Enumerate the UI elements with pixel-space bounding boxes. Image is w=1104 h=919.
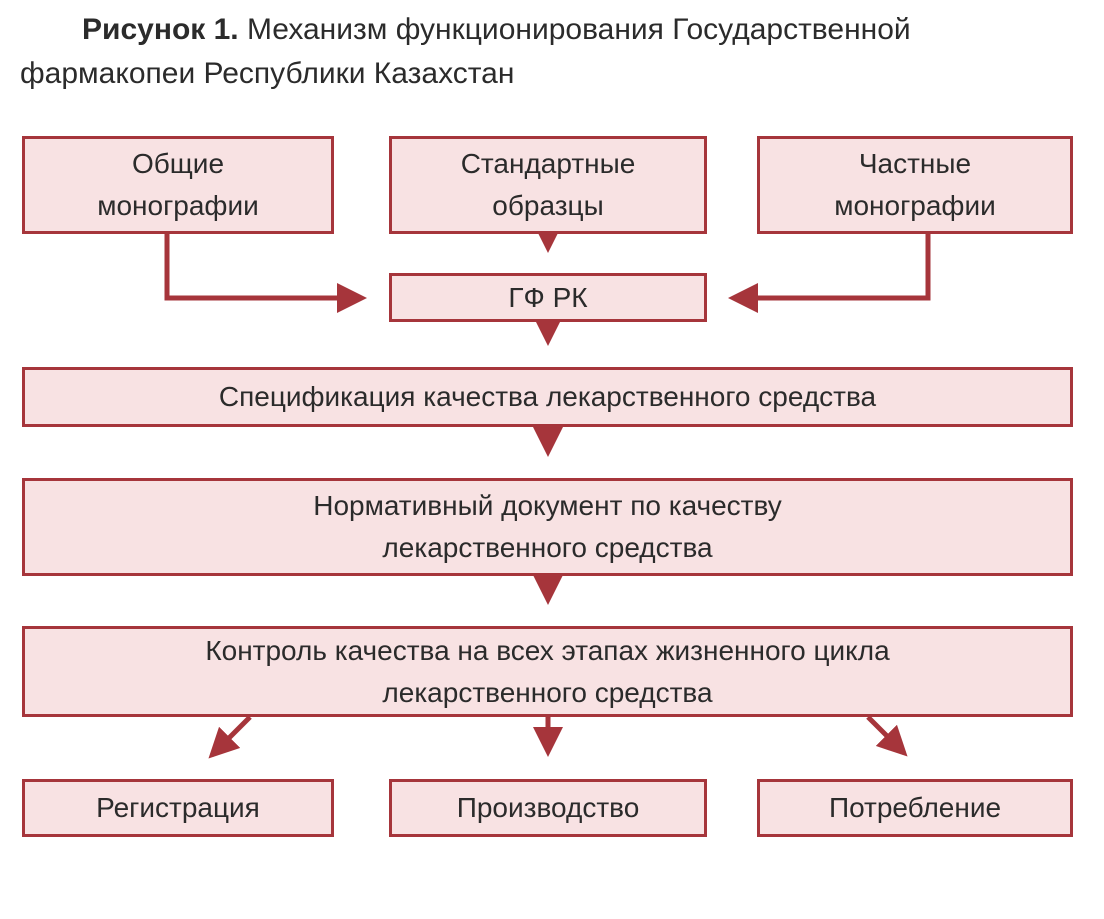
box-private-monographs: Частные монографии	[757, 136, 1073, 234]
caption-text-line1: Механизм функционирования Государственно…	[238, 13, 911, 46]
arrow-general-to-gf	[164, 234, 367, 313]
box-general-monographs: Общие монографии	[22, 136, 334, 234]
box-quality-control: Контроль качества на всех этапах жизненн…	[22, 626, 1073, 717]
arrow-control-to-consumption	[866, 715, 908, 757]
box-quality-specification: Спецификация качества лекарственного сре…	[22, 367, 1073, 427]
box-reference-standards: Стандартные образцы	[389, 136, 707, 234]
box-production: Производство	[389, 779, 707, 837]
figure-label: Рисунок 1.	[82, 13, 239, 46]
box-consumption: Потребление	[757, 779, 1073, 837]
box-gf-rk: ГФ РК	[389, 273, 707, 322]
figure-caption: Рисунок 1. Механизм функционирования Гос…	[20, 8, 1080, 96]
box-normative-document: Нормативный документ по качеству лекарст…	[22, 478, 1073, 576]
caption-text-line2: фармакопеи Республики Казахстан	[20, 57, 515, 90]
arrow-control-to-registration	[208, 715, 252, 759]
box-registration: Регистрация	[22, 779, 334, 837]
arrow-private-to-gf	[728, 234, 931, 313]
